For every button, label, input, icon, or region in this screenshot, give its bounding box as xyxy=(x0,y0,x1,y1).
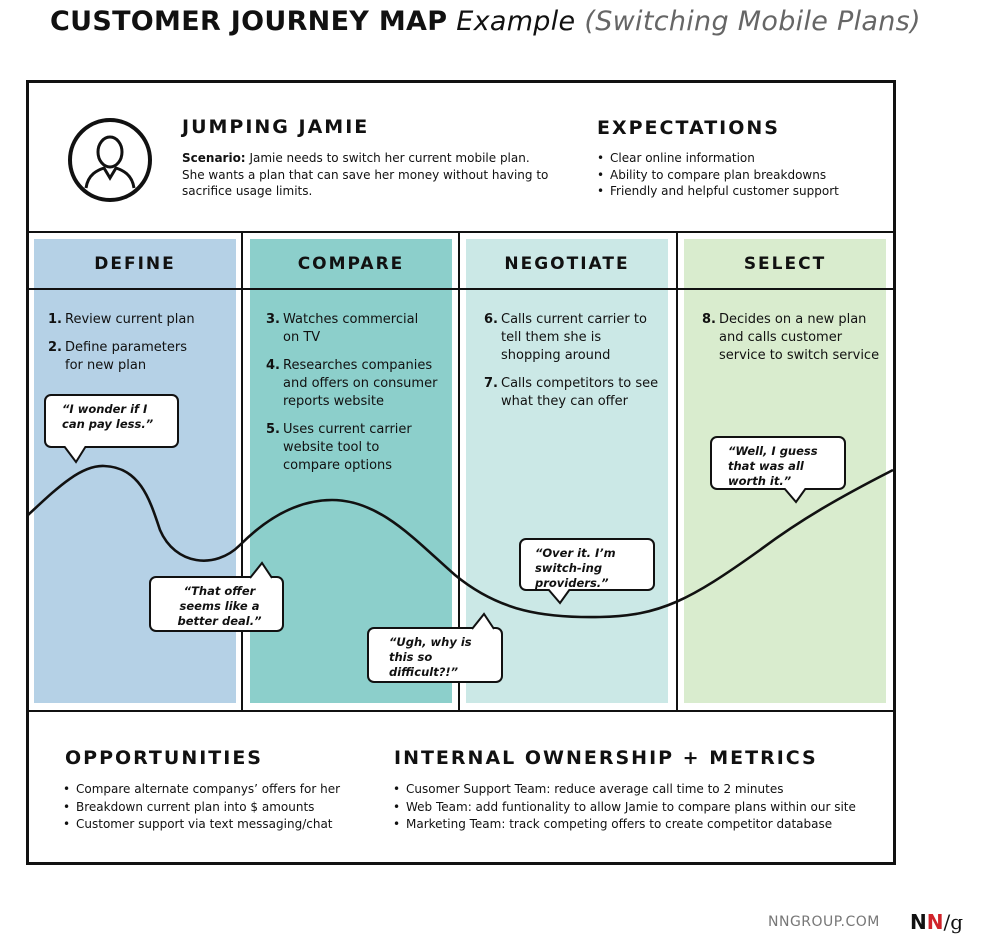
step-number: 2. xyxy=(48,340,62,355)
step-number: 1. xyxy=(48,312,62,327)
step-text: Define parameters for new plan xyxy=(65,340,187,373)
ownership-list: Cusomer Support Team: reduce average cal… xyxy=(393,781,856,834)
phase-title-define: DEFINE xyxy=(94,254,176,274)
map-frame xyxy=(26,80,896,865)
step-number: 3. xyxy=(266,312,280,327)
step-text: Uses current carrier website tool to com… xyxy=(283,422,412,473)
persona-avatar-icon xyxy=(68,118,152,202)
bubble-tail-1 xyxy=(63,446,87,464)
expectations-title: EXPECTATIONS xyxy=(597,117,780,139)
bubble-tail-5 xyxy=(783,488,807,504)
step-number: 6. xyxy=(484,312,498,327)
step-text: Calls current carrier to tell them she i… xyxy=(501,312,647,363)
negotiate-steps: 6.Calls current carrier to tell them she… xyxy=(484,311,659,421)
quote-bubble-1: “I wonder if I can pay less.” xyxy=(44,394,179,448)
step-item: 6.Calls current carrier to tell them she… xyxy=(484,311,659,365)
title-example: Example xyxy=(456,6,576,37)
scenario-label: Scenario: xyxy=(182,151,246,165)
bubble-tail-2 xyxy=(249,561,273,579)
page-title: CUSTOMER JOURNEY MAP Example (Switching … xyxy=(50,6,921,37)
quote-text: “Ugh, why is this so difficult?!” xyxy=(389,635,472,679)
list-item: Marketing Team: track competing offers t… xyxy=(393,816,856,834)
phase-title-select: SELECT xyxy=(743,254,827,274)
quote-bubble-5: “Well, I guess that was all worth it.” xyxy=(710,436,846,490)
list-item: Cusomer Support Team: reduce average cal… xyxy=(393,781,856,799)
title-subtitle: (Switching Mobile Plans) xyxy=(584,6,921,37)
expectations-list: Clear online information Ability to comp… xyxy=(597,150,839,200)
step-text: Review current plan xyxy=(65,312,195,327)
quote-text: “That offer seems like a better deal.” xyxy=(177,584,262,628)
divider-persona xyxy=(26,231,896,233)
step-item: 7.Calls competitors to see what they can… xyxy=(484,375,659,411)
step-number: 4. xyxy=(266,358,280,373)
scenario-text: Jamie needs to switch her current mobile… xyxy=(182,151,549,198)
opportunities-list: Compare alternate companys’ offers for h… xyxy=(63,781,340,834)
title-main: CUSTOMER JOURNEY MAP xyxy=(50,6,448,37)
step-number: 7. xyxy=(484,376,498,391)
step-number: 8. xyxy=(702,312,716,327)
quote-text: “I wonder if I can pay less.” xyxy=(62,402,154,431)
divider-col-1 xyxy=(241,233,243,712)
list-item: Compare alternate companys’ offers for h… xyxy=(63,781,340,799)
phase-title-compare: COMPARE xyxy=(297,254,405,274)
logo-g: /g xyxy=(943,910,964,934)
opportunities-title: OPPORTUNITIES xyxy=(65,747,263,769)
step-item: 4.Researches companies and offers on con… xyxy=(266,357,446,411)
ownership-title: INTERNAL OWNERSHIP + METRICS xyxy=(394,747,818,769)
phase-title-negotiate: NEGOTIATE xyxy=(504,254,630,274)
step-item: 8.Decides on a new plan and calls custom… xyxy=(702,311,882,365)
compare-steps: 3.Watches commercial on TV 4.Researches … xyxy=(266,311,446,485)
divider-col-2 xyxy=(458,233,460,712)
list-item: Breakdown current plan into $ amounts xyxy=(63,799,340,817)
logo-n2: N xyxy=(926,910,944,934)
step-item: 2.Define parameters for new plan xyxy=(48,339,200,375)
step-item: 1.Review current plan xyxy=(48,311,228,329)
list-item: Clear online information xyxy=(597,150,839,167)
emotion-curve-line xyxy=(27,464,894,619)
step-number: 5. xyxy=(266,422,280,437)
phase-column-negotiate: NEGOTIATE xyxy=(466,239,668,703)
quote-text: “Over it. I’m switch-ing providers.” xyxy=(535,546,616,590)
quote-bubble-3: “Ugh, why is this so difficult?!” xyxy=(367,627,503,683)
select-steps: 8.Decides on a new plan and calls custom… xyxy=(702,311,882,375)
footer-site-link[interactable]: NNGROUP.COM xyxy=(768,914,880,930)
step-item: 3.Watches commercial on TV xyxy=(266,311,433,347)
persona-scenario: Scenario: Jamie needs to switch her curr… xyxy=(182,150,552,200)
list-item: Ability to compare plan breakdowns xyxy=(597,167,839,184)
step-item: 5.Uses current carrier website tool to c… xyxy=(266,421,418,475)
logo-n1: N xyxy=(910,910,927,934)
divider-col-3 xyxy=(676,233,678,712)
persona-name: JUMPING JAMIE xyxy=(182,116,370,138)
step-text: Watches commercial on TV xyxy=(283,312,419,345)
list-item: Customer support via text messaging/chat xyxy=(63,816,340,834)
step-text: Researches companies and offers on consu… xyxy=(283,358,438,409)
quote-bubble-2: “That offer seems like a better deal.” xyxy=(149,576,284,632)
step-text: Decides on a new plan and calls customer… xyxy=(719,312,880,363)
list-item: Web Team: add funtionality to allow Jami… xyxy=(393,799,856,817)
quote-text: “Well, I guess that was all worth it.” xyxy=(728,444,818,488)
bubble-tail-3 xyxy=(471,612,495,630)
define-steps: 1.Review current plan 2.Define parameter… xyxy=(48,311,228,385)
bubble-tail-4 xyxy=(547,589,571,605)
quote-bubble-4: “Over it. I’m switch-ing providers.” xyxy=(519,538,655,591)
step-text: Calls competitors to see what they can o… xyxy=(501,376,659,409)
nng-logo: NN/g xyxy=(910,910,963,934)
divider-phase-header xyxy=(26,288,896,290)
list-item: Friendly and helpful customer support xyxy=(597,183,839,200)
